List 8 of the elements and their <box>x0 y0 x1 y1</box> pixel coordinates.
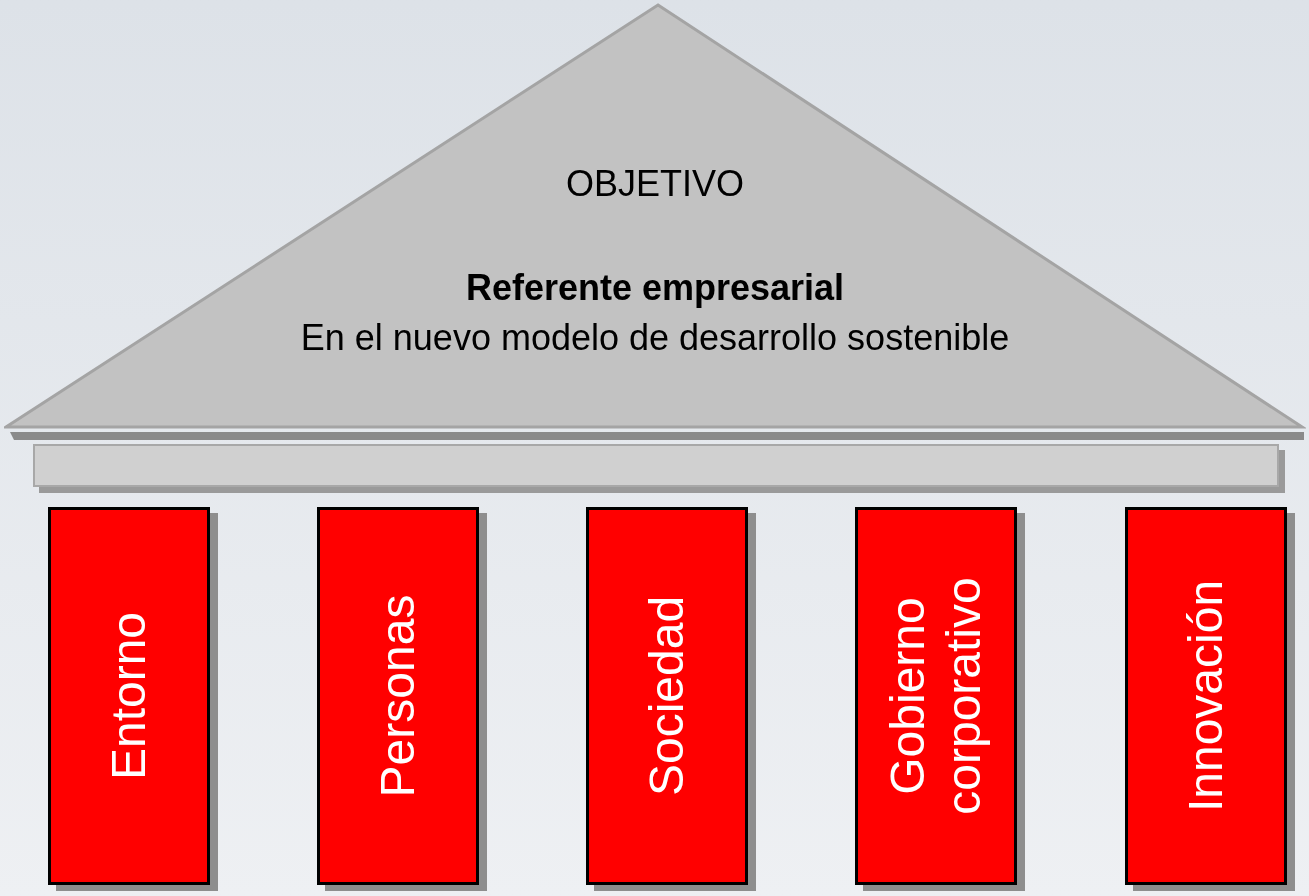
roof-heading: OBJETIVO <box>566 162 744 206</box>
roof-title: Referente empresarial <box>465 266 845 310</box>
pillar-label: Entorno <box>101 611 156 781</box>
pillar-label: Gobierno corporativo <box>880 576 991 817</box>
pillar-label: Innovación <box>1178 579 1233 813</box>
roof-subtitle: En el nuevo modelo de desarrollo sostenible <box>300 316 1010 360</box>
pillar-label: Sociedad <box>639 595 694 797</box>
pillar-label: Personas <box>370 594 425 798</box>
